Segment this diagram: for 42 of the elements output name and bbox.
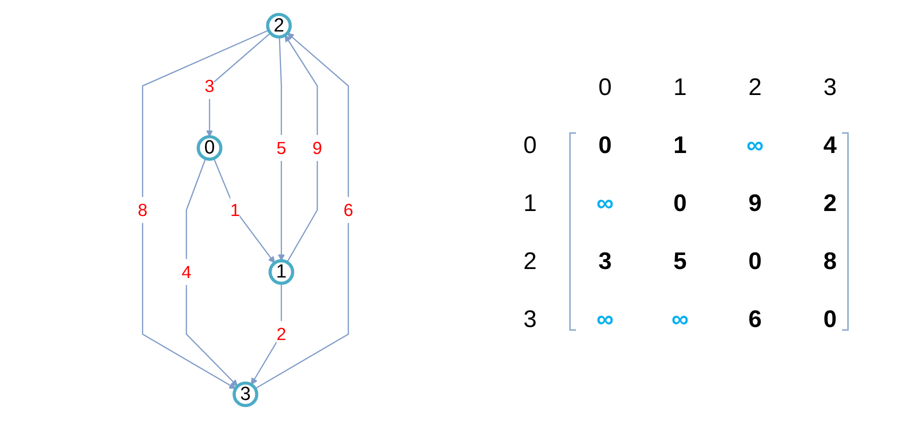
matrix-entry: 6 xyxy=(747,305,763,335)
matrix-entry: 0 xyxy=(747,247,763,277)
edge-label: 4 xyxy=(181,262,191,282)
matrix-entry: ∞ xyxy=(745,131,765,161)
matrix-entry: ∞ xyxy=(670,305,690,335)
arrow xyxy=(185,158,238,387)
node-circle: 2 xyxy=(266,12,292,39)
column-index: 2 xyxy=(747,73,763,103)
arrow xyxy=(142,30,268,389)
arrow xyxy=(212,158,274,264)
row-index: 1 xyxy=(522,189,538,219)
arrow xyxy=(277,36,284,262)
matrix-entry: 1 xyxy=(672,131,688,161)
column-index: 0 xyxy=(597,73,613,103)
matrix-entry: 0 xyxy=(822,305,838,335)
node-circle: 0 xyxy=(196,135,222,161)
arrow xyxy=(284,34,318,263)
matrix-entry: 0 xyxy=(597,131,613,161)
arrow xyxy=(254,32,348,390)
column-index: 1 xyxy=(672,73,688,103)
edge-label: 3 xyxy=(204,76,214,96)
matrix-entry: 3 xyxy=(597,247,613,277)
matrix-entry: ∞ xyxy=(595,305,615,335)
row-index: 3 xyxy=(522,305,538,335)
edge-label: 1 xyxy=(230,200,240,220)
node-circle: 1 xyxy=(268,259,294,285)
matrix-entry: 4 xyxy=(822,131,838,161)
matrix-entry: 2 xyxy=(822,189,838,219)
matrix-entry: 0 xyxy=(672,189,688,219)
edge-label: 9 xyxy=(312,138,322,158)
matrix-entry: ∞ xyxy=(595,189,615,219)
row-index: 2 xyxy=(522,247,538,277)
node-circle: 3 xyxy=(232,381,258,408)
edge-label: 2 xyxy=(276,324,286,344)
edge-label: 8 xyxy=(137,200,147,220)
row-index: 0 xyxy=(522,131,538,161)
matrix-entry: 8 xyxy=(822,247,838,277)
matrix-entry: 9 xyxy=(747,189,763,219)
matrix-entry: 5 xyxy=(672,247,688,277)
edge-label: 6 xyxy=(343,200,353,220)
column-index: 3 xyxy=(822,73,838,103)
edge-label: 5 xyxy=(276,138,286,158)
